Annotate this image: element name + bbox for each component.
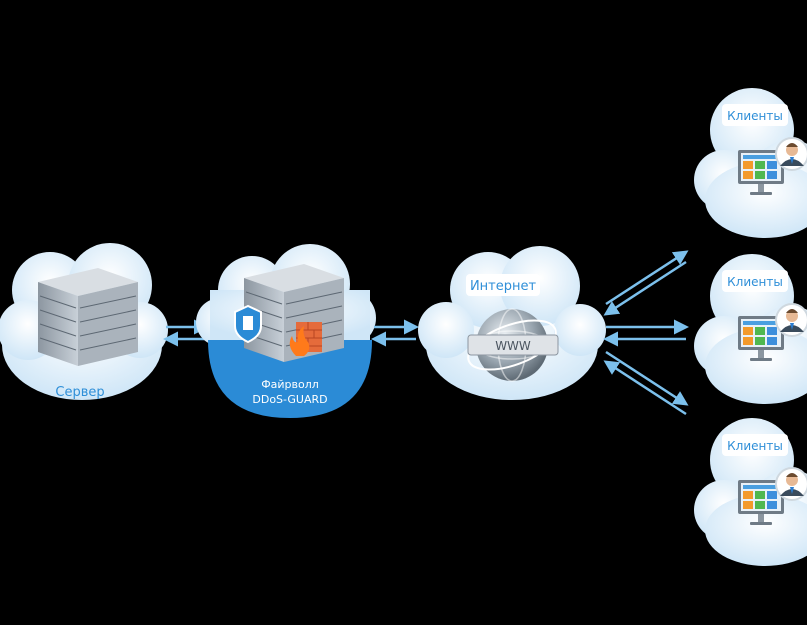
client-label: Клиенты [727, 439, 783, 453]
www-badge-text: WWW [495, 339, 531, 353]
client-node-3: Клиенты [694, 418, 807, 566]
firewall-node: Файрволл DDoS-GUARD [196, 244, 376, 418]
server-rack-icon [37, 267, 139, 367]
connector-firewall-internet [371, 319, 419, 347]
firewall-label-line1: Файрволл [261, 378, 319, 391]
internet-label: Интернет [470, 279, 537, 294]
firewall-label-line2: DDoS-GUARD [252, 393, 327, 406]
connector-internet-clients [603, 250, 689, 416]
shield-icon [234, 304, 262, 344]
client-node-2: Клиенты [694, 254, 807, 404]
server-label: Сервер [55, 385, 104, 400]
client-label-pill [722, 434, 788, 456]
client-label-pill [722, 270, 788, 292]
www-badge [467, 334, 559, 356]
firewall-cloud-base [208, 340, 372, 418]
internet-node: Интернет WWW [418, 246, 606, 400]
client-label: Клиенты [727, 275, 783, 289]
server-node: Сервер [0, 243, 168, 400]
client-label: Клиенты [727, 109, 783, 123]
internet-label-pill [466, 274, 540, 296]
client-label-pill [722, 104, 788, 126]
client-node-1: Клиенты [694, 88, 807, 238]
fire-icon [289, 326, 310, 356]
